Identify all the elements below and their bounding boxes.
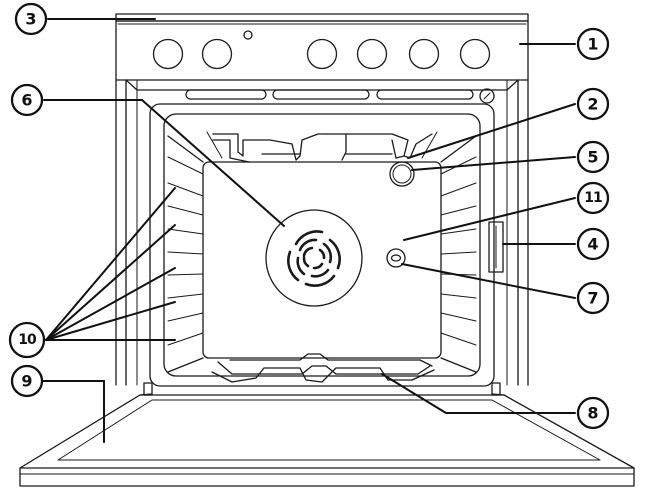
oven-cavity: [149, 103, 495, 387]
control-knob: [306, 38, 338, 70]
control-panel: [115, 20, 529, 81]
control-knob: [201, 38, 233, 70]
callout-number: 9: [21, 372, 32, 391]
callout-badge-11: 11: [576, 181, 610, 215]
callout-number: 1: [587, 35, 598, 54]
callout-badge-7: 7: [576, 281, 610, 315]
callout-badge-3: 3: [14, 2, 48, 36]
control-knob: [459, 38, 491, 70]
control-knob: [408, 38, 440, 70]
top-heating-element: [206, 131, 438, 163]
callout-number: 4: [587, 235, 598, 254]
vent-slots: [185, 89, 474, 100]
door-lock-icon: [479, 88, 495, 104]
callout-badge-5: 5: [576, 140, 610, 174]
shelf-guides-left: [167, 156, 204, 346]
probe-socket: [386, 248, 406, 268]
leader-lines: [41, 18, 576, 443]
callout-number: 2: [587, 95, 598, 114]
oven-lamp: [389, 161, 415, 187]
callout-badge-2: 2: [576, 87, 610, 121]
callout-number: 3: [25, 10, 36, 29]
callout-number: 5: [587, 148, 598, 167]
callout-badge-4: 4: [576, 227, 610, 261]
callout-badge-10: 10: [8, 321, 46, 359]
callout-badge-1: 1: [576, 27, 610, 61]
callout-number: 8: [587, 404, 598, 423]
callout-number: 11: [584, 190, 602, 206]
callout-badge-6: 6: [10, 83, 44, 117]
callout-number: 10: [18, 332, 37, 348]
worktop-strip: [115, 13, 529, 22]
control-knob: [356, 38, 388, 70]
side-latch: [488, 221, 504, 273]
shelf-guides-right: [440, 156, 477, 346]
control-knob: [152, 38, 184, 70]
indicator-lamp: [243, 30, 253, 40]
oven-door: [19, 393, 635, 487]
callout-number: 7: [587, 289, 598, 308]
callout-number: 6: [21, 91, 32, 110]
door-hinges: [143, 382, 501, 396]
callout-badge-9: 9: [10, 364, 44, 398]
fan-cover: [265, 209, 363, 307]
callout-badge-8: 8: [576, 396, 610, 430]
